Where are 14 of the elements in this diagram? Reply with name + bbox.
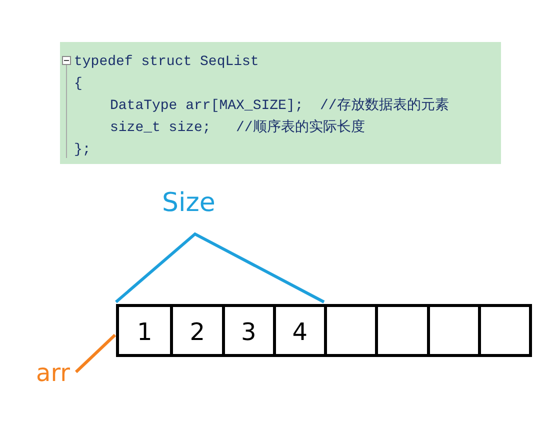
cell-value: 3 xyxy=(240,318,256,346)
cell-value: 1 xyxy=(136,318,152,346)
variable-label: arr xyxy=(36,359,70,387)
cell-value: 2 xyxy=(190,318,206,346)
leader-line xyxy=(74,334,116,374)
code-line: DataType arr[MAX_SIZE]; //存放数据表的元素 xyxy=(110,97,449,115)
code-line: typedef struct SeqList xyxy=(74,53,259,71)
size-label: Size xyxy=(162,188,216,218)
code-line: size_t size; //顺序表的实际长度 xyxy=(110,119,365,137)
cell-value: 4 xyxy=(292,318,308,346)
code-line: { xyxy=(74,75,82,93)
array-box xyxy=(116,304,532,357)
code-line: }; xyxy=(74,141,91,159)
code-panel xyxy=(60,42,501,164)
